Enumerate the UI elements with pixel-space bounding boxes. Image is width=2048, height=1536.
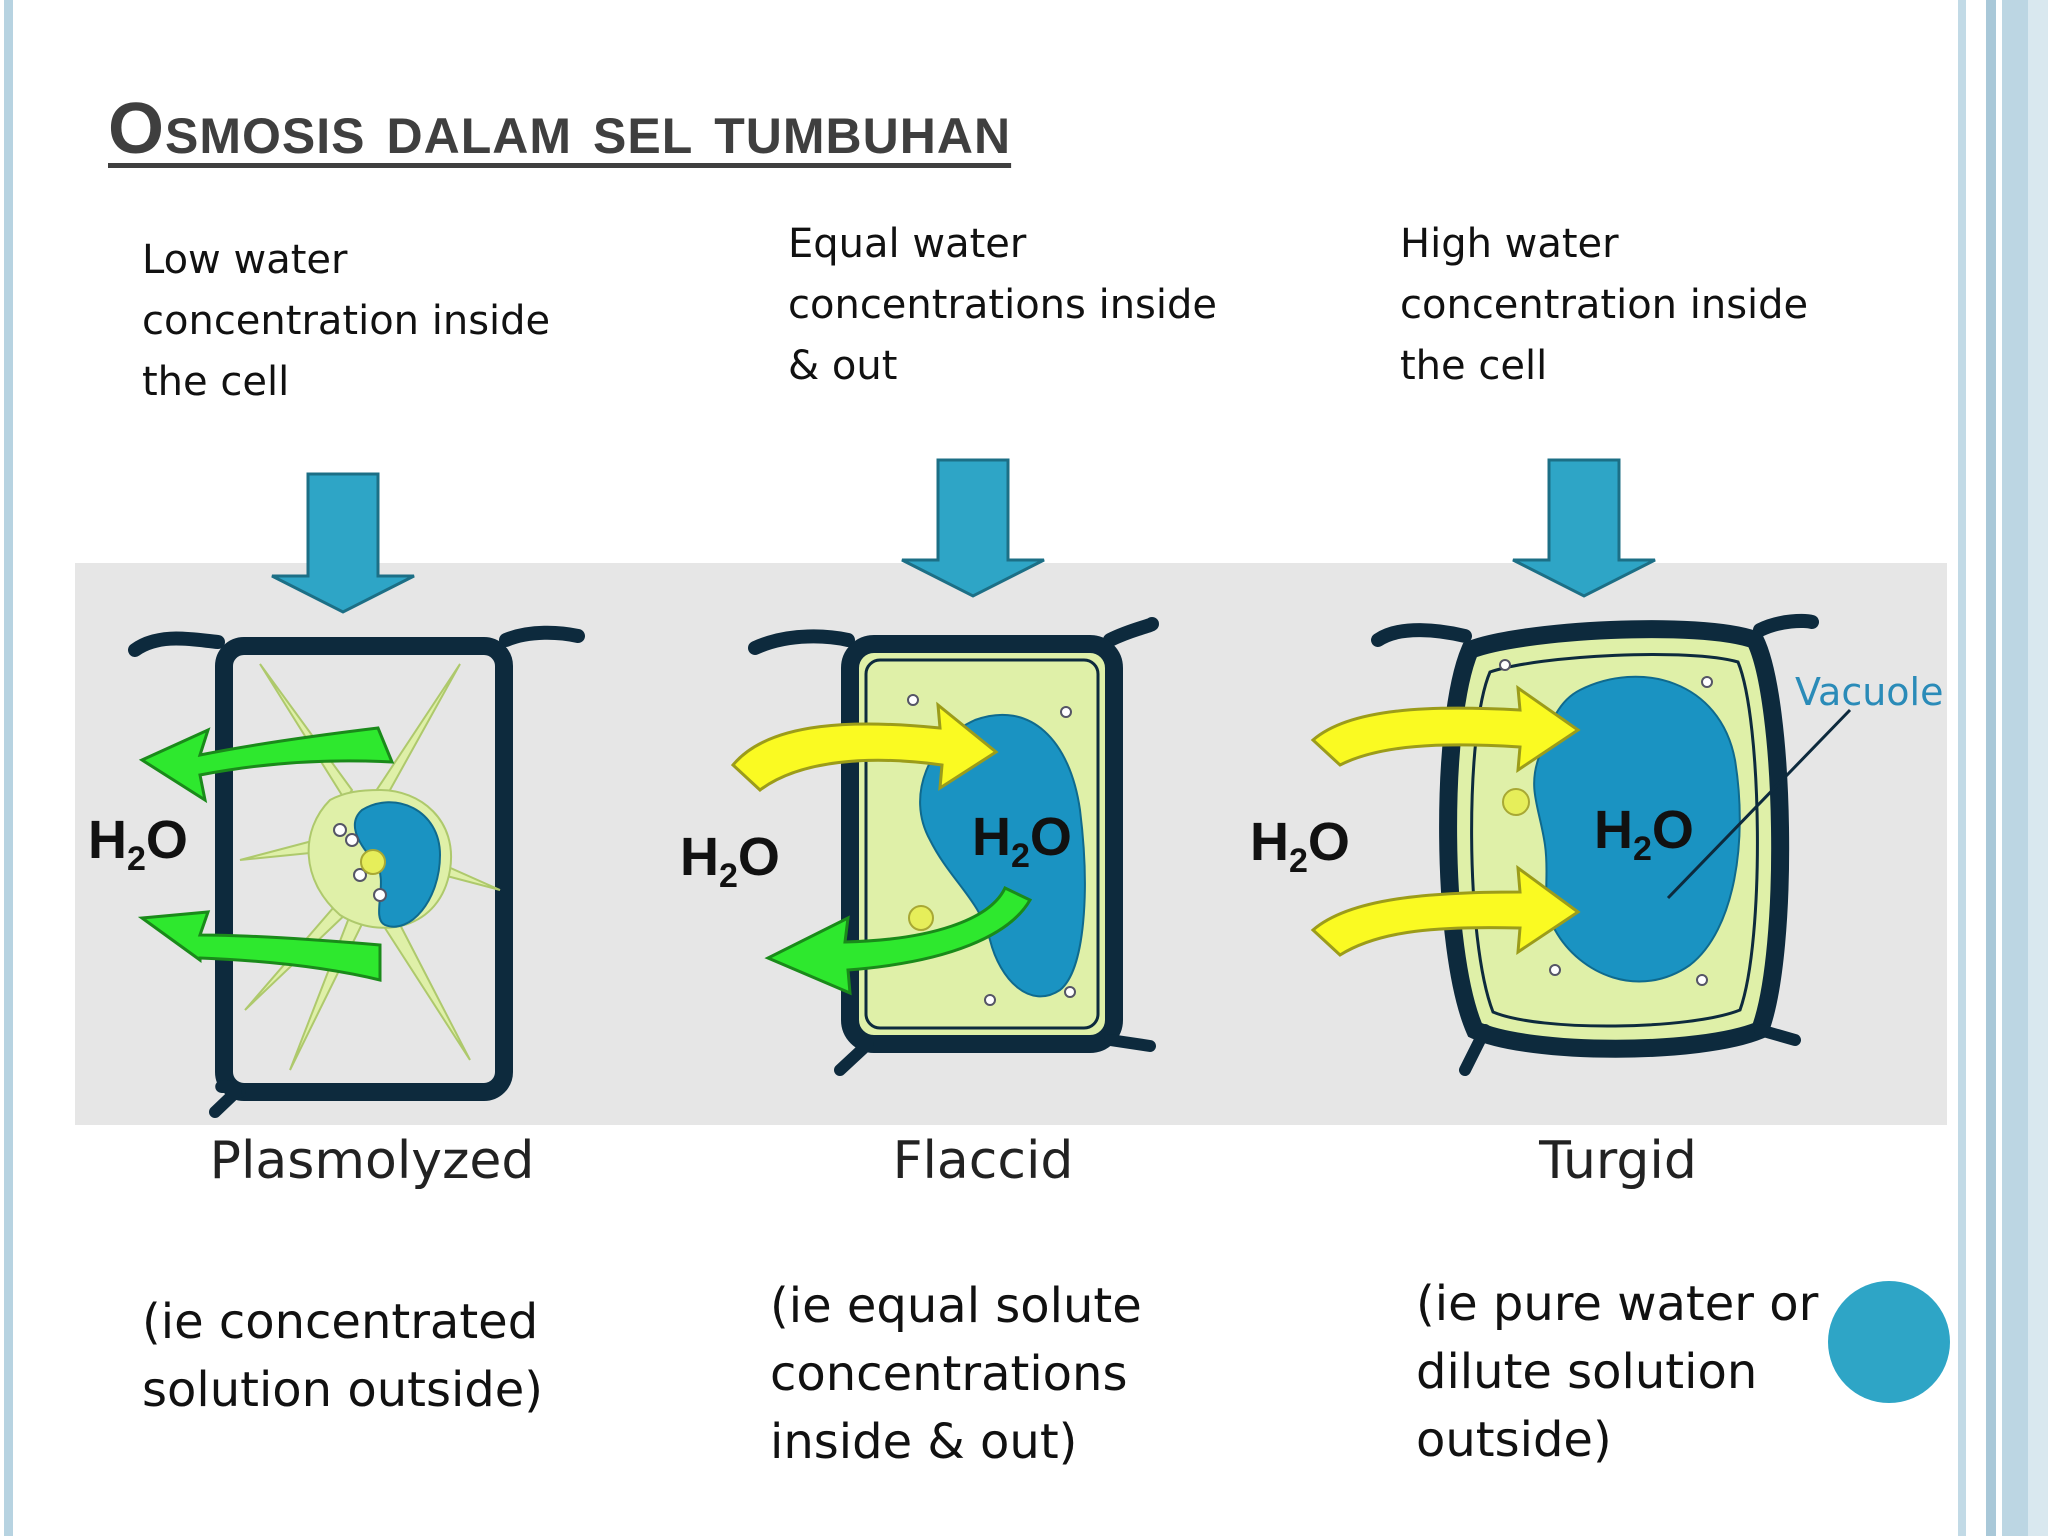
turgid-cell — [1310, 458, 1852, 1076]
h2o-rest: O — [738, 827, 780, 887]
panel-3-bottom-line-3: outside) — [1416, 1412, 1612, 1468]
panel-2-top-line-2: concentrations inside — [788, 282, 1218, 328]
water-in-arrow-icon — [1310, 684, 1581, 773]
arrow-down-icon — [271, 472, 415, 614]
panel-3-bottom-line-2: dilute solution — [1416, 1344, 1758, 1400]
water-out-arrow-icon — [764, 885, 1033, 996]
panel-1-top-line-1: Low water — [142, 237, 348, 283]
panel-2-bottom-line-2: concentrations — [770, 1346, 1128, 1402]
vacuole-pointer-line — [1666, 708, 1852, 900]
h2o-rest: O — [1308, 812, 1350, 872]
label-turgid: Turgid — [1538, 1131, 1697, 1191]
h2o-inside-label-3: H2O — [1594, 800, 1694, 868]
label-flaccid: Flaccid — [893, 1131, 1074, 1191]
left-frame-border — [0, 0, 26, 1536]
decorative-circle — [1828, 1281, 1950, 1403]
vacuole-label: Vacuole — [1795, 670, 1944, 714]
panel-2-bottom-line-3: inside & out) — [770, 1414, 1078, 1470]
label-plasmolyzed: Plasmolyzed — [210, 1131, 535, 1191]
h2o-rest: O — [146, 810, 188, 870]
water-out-arrow-icon — [137, 910, 382, 982]
slide-title: Osmosis dalam sel tumbuhan — [108, 89, 1012, 169]
water-in-arrow-icon — [730, 701, 999, 792]
panel-3-top-text: High water concentration inside the cell — [1400, 214, 1808, 397]
panel-1-top-text: Low water concentration inside the cell — [142, 230, 550, 413]
panel-1-bottom-text: (ie concentrated solution outside) — [142, 1288, 543, 1424]
plasmolyzed-cell — [128, 472, 585, 1118]
panel-2-top-line-1: Equal water — [788, 221, 1027, 267]
h2o-rest: O — [1652, 800, 1694, 860]
panel-2-bottom-line-1: (ie equal solute — [770, 1278, 1142, 1334]
panel-1-top-line-2: concentration inside — [142, 298, 551, 344]
right-frame-border — [1958, 0, 2048, 1536]
flaccid-cell — [730, 458, 1159, 1076]
cell-wall — [215, 637, 513, 1101]
h2o-outside-label-2: H2O — [680, 827, 780, 895]
h2o-outside-label-3: H2O — [1250, 812, 1350, 880]
panel-3-top-line-1: High water — [1400, 221, 1619, 267]
arrow-down-icon — [1512, 458, 1656, 598]
h2o-subscript: 2 — [719, 857, 738, 895]
vacuole-shape — [1533, 675, 1741, 983]
panel-3-bottom-text: (ie pure water or dilute solution outsid… — [1416, 1270, 1818, 1474]
panel-2-top-text: Equal water concentrations inside & out — [788, 214, 1217, 397]
arrow-down-icon — [901, 458, 1045, 598]
panel-1-bottom-line-1: (ie concentrated — [142, 1294, 539, 1350]
h2o-rest: O — [1030, 807, 1072, 867]
h2o-inside-label-2: H2O — [972, 807, 1072, 875]
h2o-subscript: 2 — [1289, 842, 1308, 880]
panel-3-bottom-line-1: (ie pure water or — [1416, 1276, 1819, 1332]
h2o-outside-label-1: H2O — [88, 810, 188, 878]
water-in-arrow-icon — [1310, 864, 1581, 957]
h2o-subscript: 2 — [1633, 830, 1652, 868]
panel-2-bottom-text: (ie equal solute concentrations inside &… — [770, 1272, 1142, 1476]
panel-3-top-line-3: the cell — [1400, 343, 1548, 389]
h2o-subscript: 2 — [127, 840, 146, 878]
h2o-subscript: 2 — [1011, 837, 1030, 875]
water-out-arrow-icon — [138, 726, 395, 804]
panel-2-top-line-3: & out — [788, 343, 898, 389]
panel-1-top-line-3: the cell — [142, 359, 290, 405]
panel-3-top-line-2: concentration inside — [1400, 282, 1809, 328]
panel-1-bottom-line-2: solution outside) — [142, 1362, 544, 1418]
vacuole-shape — [919, 714, 1086, 998]
